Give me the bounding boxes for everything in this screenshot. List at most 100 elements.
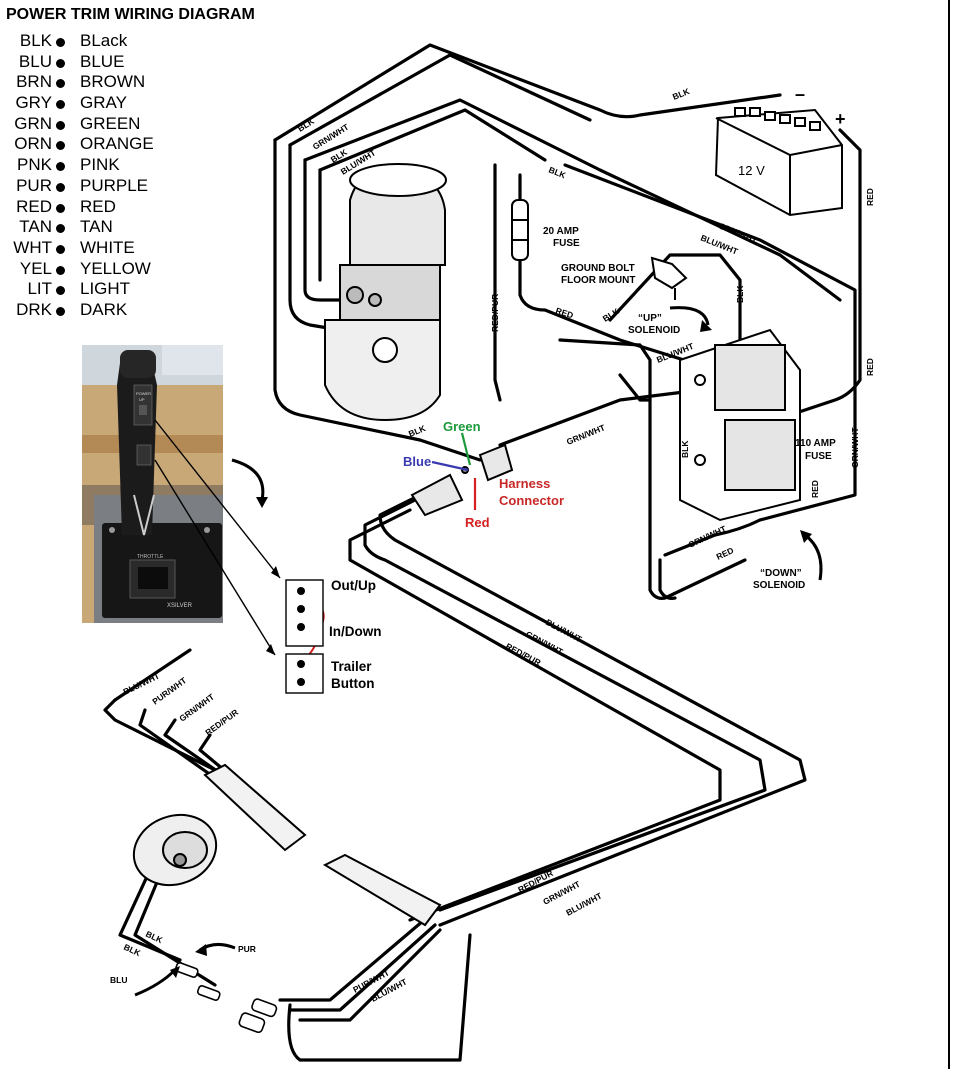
- legend-name: GREEN: [80, 113, 141, 133]
- legend-dot-icon: [56, 265, 65, 275]
- battery-positive: +: [835, 109, 846, 129]
- legend-dot-icon: [56, 224, 65, 234]
- wire-tag: BLK: [547, 165, 568, 181]
- fuse-20-label-2: FUSE: [553, 238, 580, 249]
- legend-name: BLack: [80, 31, 128, 50]
- legend-name: TAN: [80, 217, 113, 237]
- harness-blue-label: Blue: [403, 454, 431, 469]
- svg-text:XSILVER: XSILVER: [167, 603, 193, 609]
- legend-code: PNK: [17, 155, 52, 175]
- wire-blk-pump: [273, 138, 422, 442]
- wire-tag: BLK: [407, 423, 428, 439]
- legend-dot-icon: [56, 38, 65, 47]
- solenoid-bracket: [679, 328, 801, 522]
- fuse-110-label-1: 110 AMP: [795, 438, 836, 449]
- legend-dot-icon: [56, 141, 65, 151]
- legend-code: DRK: [16, 299, 52, 319]
- legend-name: WHITE: [80, 237, 135, 257]
- battery-voltage: 12 V: [738, 163, 765, 178]
- wire-tag: RED: [865, 188, 875, 206]
- legend-code: LIT: [27, 279, 52, 299]
- wire-sheath: [203, 763, 442, 927]
- legend-name: RED: [80, 196, 116, 216]
- switch-label-in-down: In/Down: [329, 624, 382, 639]
- wire-tag: BLU: [110, 975, 127, 985]
- legend-name: PURPLE: [80, 175, 149, 195]
- legend-name: ORANGE: [80, 134, 154, 154]
- wire-tag: GRN/WHT: [311, 121, 351, 151]
- wire-tag: RED: [810, 480, 820, 498]
- legend-dot-icon: [56, 182, 65, 192]
- legend-dot-icon: [56, 79, 65, 89]
- svg-text:POWER: POWER: [136, 391, 151, 396]
- legend-dot-icon: [56, 286, 65, 296]
- trim-pump-motor: [324, 163, 447, 422]
- bullet-connectors: [174, 962, 278, 1034]
- wire-tag: RED/PUR: [504, 641, 542, 668]
- svg-text:THROTTLE: THROTTLE: [137, 554, 164, 560]
- wire-tag: GRN/WHT: [565, 422, 607, 447]
- right-border: [948, 0, 950, 1069]
- switch-label-out-up: Out/Up: [331, 578, 376, 593]
- legend-code: GRY: [15, 93, 52, 113]
- legend-dot-icon: [56, 58, 65, 68]
- wire-tag: BLK: [735, 285, 745, 303]
- legend-code: BRN: [16, 72, 52, 92]
- harness-connector-label-2: Connector: [499, 493, 564, 508]
- legend-dot-icon: [56, 306, 65, 316]
- legend-name: LIGHT: [80, 279, 131, 299]
- up-solenoid-label-1: “UP”: [638, 313, 662, 324]
- legend-dot-icon: [56, 162, 65, 172]
- down-solenoid-label-2: SOLENOID: [753, 580, 805, 591]
- diagram-title: POWER TRIM WIRING DIAGRAM: [6, 6, 255, 23]
- fuse-110-label-2: FUSE: [805, 451, 832, 462]
- wire-tag: GRN/WHT: [177, 691, 216, 723]
- wire-tag: BLK: [671, 86, 692, 102]
- switch-terminal-block: [285, 579, 324, 694]
- wire-tag: BLU/WHT: [121, 670, 161, 697]
- legend-code: WHT: [13, 237, 52, 257]
- wire-tag: BLK: [680, 440, 690, 458]
- ground-bolt-label-2: FLOOR MOUNT: [561, 275, 635, 286]
- legend-name: GRAY: [80, 93, 127, 113]
- legend-code: RED: [16, 196, 52, 216]
- wire-tag: RED/PUR: [490, 294, 500, 332]
- wire-tag: RED/PUR: [203, 707, 240, 738]
- fuse-20-amp: [511, 199, 529, 261]
- wire-tag: RED: [865, 358, 875, 376]
- legend-name: BLUE: [80, 51, 125, 71]
- svg-text:UP: UP: [139, 397, 145, 402]
- throttle-photo-drawing: THROTTLE XSILVER POWER UP: [82, 345, 223, 623]
- legend-code: ORN: [14, 134, 52, 154]
- harness-red-label: Red: [465, 515, 490, 530]
- ground-bolt-label-1: GROUND BOLT: [561, 263, 635, 274]
- up-solenoid-label-2: SOLENOID: [628, 325, 680, 336]
- ground-bolt: [650, 256, 688, 300]
- wire-red-battery: [788, 128, 862, 417]
- wire-blk-battery: [273, 43, 782, 142]
- legend-code: GRN: [14, 113, 52, 133]
- fuse-20-label-1: 20 AMP: [543, 226, 579, 237]
- legend-dot-icon: [56, 100, 65, 110]
- legend-name: PINK: [80, 155, 120, 175]
- wire-tag: GRN/WHT: [687, 523, 729, 550]
- legend-dot-icon: [56, 203, 65, 213]
- switch-label-button: Button: [331, 676, 375, 691]
- wire-tag: GRN/WHT: [850, 427, 860, 468]
- legend-name: DARK: [80, 299, 128, 319]
- legend-name: YELLOW: [80, 258, 151, 278]
- harness-green-label: Green: [443, 419, 481, 434]
- trim-motor-lower: [132, 813, 218, 887]
- legend-code: BLK: [19, 31, 52, 50]
- legend-name: BROWN: [80, 72, 146, 92]
- legend-dot-icon: [56, 120, 65, 130]
- harness-connector-label-1: Harness: [499, 476, 550, 491]
- switch-label-trailer: Trailer: [331, 659, 372, 674]
- legend-code: YEL: [19, 258, 52, 278]
- throttle-control-photo: THROTTLE XSILVER POWER UP: [82, 345, 223, 623]
- wire-tag: PUR: [238, 944, 256, 954]
- switch-terminals: [285, 579, 324, 694]
- legend-code: TAN: [19, 217, 52, 237]
